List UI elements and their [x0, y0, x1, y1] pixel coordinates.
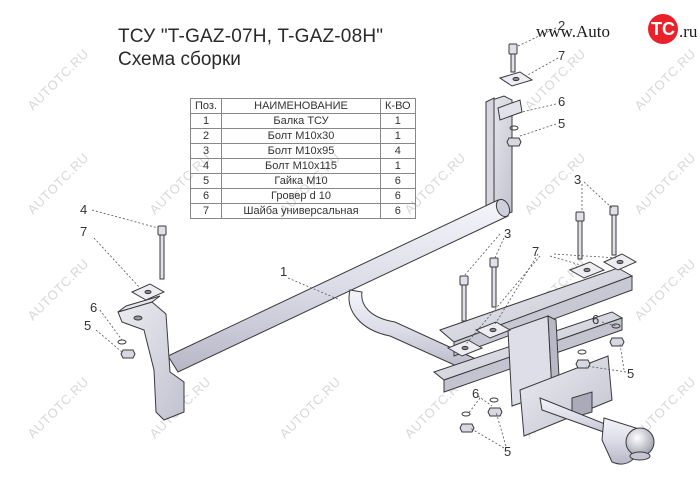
parts-table: Поз. НАИМЕНОВАНИЕ К-ВО 1 Балка ТСУ 1 2 Б…	[190, 98, 416, 219]
table-cell-qty: 6	[380, 203, 416, 219]
callout-7: 7	[558, 48, 565, 63]
callout-5: 5	[504, 444, 511, 459]
table-header-row: Поз. НАИМЕНОВАНИЕ К-ВО	[190, 98, 416, 114]
callout-5: 5	[627, 366, 634, 381]
tow-ball	[601, 417, 655, 465]
table-cell-pos: 7	[190, 203, 222, 219]
callout-7: 7	[80, 224, 87, 239]
callout-1: 1	[280, 264, 287, 279]
right-upper-bracket	[485, 95, 523, 219]
logo-prefix: www.Auto	[536, 22, 610, 41]
callout-labels: 2 7 6 5 4 7 6 5 1 3 3 7 6 5 6 5	[80, 18, 634, 459]
callout-5: 5	[84, 318, 91, 333]
universal-washers	[130, 71, 638, 357]
diagram-subtitle: Схема сборки	[118, 49, 241, 70]
callout-5: 5	[558, 116, 565, 131]
callout-3: 3	[574, 172, 581, 187]
table-cell-qty: 1	[380, 113, 416, 129]
logo-mark-icon: TC	[648, 14, 678, 44]
column-header-pos: Поз.	[190, 98, 222, 114]
diagram-title: ТСУ "T-GAZ-07H, T-GAZ-08H"	[118, 26, 384, 47]
callout-6: 6	[472, 386, 479, 401]
table-cell-name: Шайба универсальная	[221, 203, 381, 219]
table-row: 6 Гровер d 10 6	[190, 188, 416, 204]
callout-6: 6	[90, 300, 97, 315]
right-side-mount	[432, 267, 634, 441]
callout-3: 3	[504, 226, 511, 241]
left-bracket	[117, 295, 185, 421]
leader-lines	[91, 27, 627, 449]
callout-2: 2	[558, 18, 565, 33]
site-logo[interactable]: www.Auto TC .ru	[536, 14, 698, 48]
table-row: 7 Шайба универсальная 6	[190, 203, 416, 219]
logo-suffix: .ru	[679, 22, 698, 41]
table-cell-name: Гайка М10	[221, 173, 381, 189]
bolts	[157, 43, 619, 322]
callout-6: 6	[592, 312, 599, 327]
callout-7: 7	[532, 244, 539, 259]
callout-6: 6	[558, 94, 565, 109]
table-row: 5 Гайка М10 6	[190, 173, 416, 189]
callout-4: 4	[80, 202, 87, 217]
